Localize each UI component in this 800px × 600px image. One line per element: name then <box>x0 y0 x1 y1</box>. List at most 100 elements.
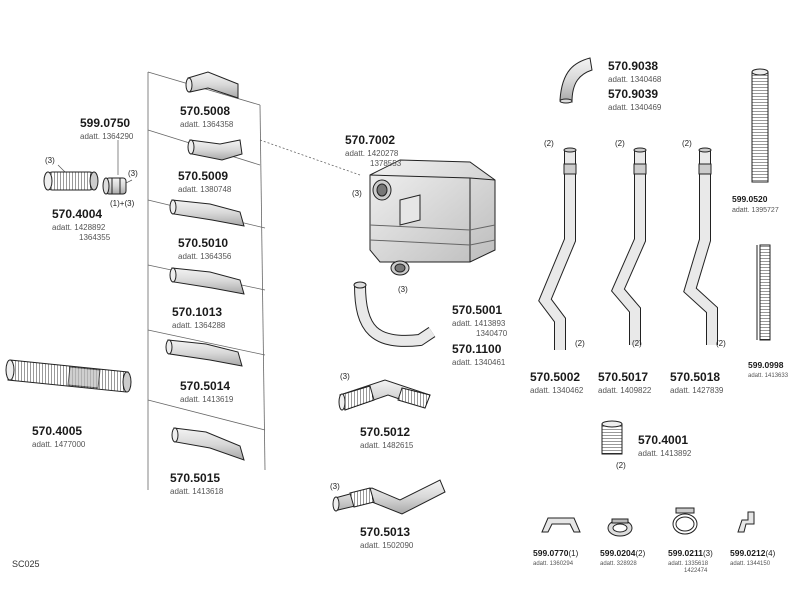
elbow-570-5012 <box>338 379 431 411</box>
pipe-570-5014 <box>165 339 243 367</box>
qty-callout: (2) <box>682 139 692 148</box>
label-570-5001: 570.5001 adatt. 1413893 1340470 <box>452 302 507 338</box>
adatt: adatt. 1413618 <box>170 487 224 496</box>
bend-570-9038 <box>559 57 593 104</box>
label-570-5010: 570.5010 adatt. 1364356 <box>178 235 231 261</box>
label-599-0750: 599.0750 adatt. 1364290 <box>80 115 133 141</box>
label-570-5008: 570.5008 adatt. 1364358 <box>180 103 233 129</box>
part-number: 570.9038 <box>608 59 659 73</box>
clamp-599-0750 <box>102 177 127 195</box>
part-number: 570.7002 <box>345 133 396 147</box>
part-number: 570.1100 <box>452 342 502 356</box>
flex-tube-599-0520 <box>751 68 769 183</box>
adatt: adatt. 1364288 <box>172 321 226 330</box>
label-599-0211: 599.0211(3) adatt. 1335618 1422474 <box>668 544 713 574</box>
adatt: adatt. 1413893 <box>452 319 506 328</box>
part-number: 599.0770 <box>533 548 569 558</box>
flex-570-4001 <box>601 420 623 455</box>
part-number: 570.5008 <box>180 104 231 118</box>
part-number: 599.0211 <box>668 548 703 558</box>
label-570-5012: 570.5012 adatt. 1482615 <box>360 424 413 450</box>
label-570-5015: 570.5015 adatt. 1413618 <box>170 470 223 496</box>
part-number: 599.0998 <box>748 360 784 370</box>
label-599-0204: 599.0204(2) adatt. 328928 <box>600 544 645 567</box>
clamp-599-0211 <box>672 507 698 535</box>
tailpipe-570-5002 <box>538 147 577 350</box>
adatt: adatt. 1482615 <box>360 441 414 450</box>
part-number: 570.9039 <box>608 87 659 101</box>
adatt: adatt. 1380748 <box>178 185 232 194</box>
label-570-1100: 570.1100 adatt. 1340461 <box>452 341 505 367</box>
flex-hose-570-4004 <box>43 171 99 191</box>
adatt: adatt. 1364358 <box>180 120 234 129</box>
adatt: adatt. 1335618 <box>668 561 709 567</box>
tailpipe-570-5017 <box>610 147 647 345</box>
adatt: adatt. 328928 <box>600 561 637 567</box>
part-number: 570.4004 <box>52 207 103 221</box>
adatt: adatt. 1413892 <box>638 449 692 458</box>
part-number: 570.5017 <box>598 370 649 384</box>
diagram-code: SC025 <box>12 559 40 569</box>
part-number: 570.5001 <box>452 303 503 317</box>
qty-callout: (2) <box>615 139 625 148</box>
adatt: 1378553 <box>370 159 402 168</box>
qty-callout: (3) <box>352 189 362 198</box>
part-number: 599.0204 <box>600 548 636 558</box>
qty-callout: (3) <box>340 372 350 381</box>
flex-pipe-570-4005 <box>5 359 132 393</box>
label-570-5017: 570.5017 adatt. 1409822 <box>598 369 651 395</box>
adatt: 1364355 <box>79 233 111 242</box>
adatt: adatt. 1413619 <box>180 395 234 404</box>
part-number: 570.5009 <box>178 169 229 183</box>
qty-callout: (2) <box>632 339 642 348</box>
part-number: 570.5018 <box>670 370 721 384</box>
qty-callout: (2) <box>575 339 585 348</box>
qty-callout: (3) <box>330 482 340 491</box>
qty: (1) <box>568 549 579 558</box>
bracket-599-0770 <box>541 517 581 533</box>
part-number: 570.5014 <box>180 379 231 393</box>
part-number: 599.0750 <box>80 116 131 130</box>
label-599-0770: 599.0770(1) adatt. 1360294 <box>533 544 578 567</box>
qty: (3) <box>702 549 713 558</box>
adatt: 1422474 <box>684 568 708 574</box>
adatt: adatt. 1413633 <box>748 373 789 379</box>
part-number: 570.5013 <box>360 525 411 539</box>
tailpipe-570-5018 <box>683 147 718 345</box>
label-599-0212: 599.0212(4) adatt. 1344150 <box>730 544 775 567</box>
pipe-570-5015 <box>171 427 245 461</box>
pipe-570-5010 <box>169 199 245 227</box>
label-570-5018: 570.5018 adatt. 1427839 <box>670 369 723 395</box>
qty-callout: (2) <box>716 339 726 348</box>
part-number: 570.5002 <box>530 370 581 384</box>
adatt: adatt. 1340461 <box>452 358 506 367</box>
adatt: adatt. 1428892 <box>52 223 106 232</box>
label-570-5014: 570.5014 adatt. 1413619 <box>180 378 233 404</box>
label-599-0520: 599.0520 adatt. 1395727 <box>732 190 779 214</box>
label-570-7002: 570.7002 adatt. 1420278 1378553 <box>345 132 401 168</box>
part-number: 570.4005 <box>32 424 83 438</box>
qty: (4) <box>765 549 776 558</box>
label-570-4001: 570.4001 adatt. 1413892 <box>638 432 691 458</box>
adatt: adatt. 1409822 <box>598 386 652 395</box>
adatt: 1340470 <box>476 329 508 338</box>
flex-strip-599-0998 <box>756 244 771 341</box>
part-number: 570.4001 <box>638 433 689 447</box>
adatt: adatt. 1340462 <box>530 386 584 395</box>
qty-callout: (3) <box>398 285 408 294</box>
label-570-4004: 570.4004 adatt. 1428892 1364355 <box>52 206 110 242</box>
part-number: 570.5010 <box>178 236 229 250</box>
label-599-0998: 599.0998 adatt. 1413633 <box>748 356 788 379</box>
qty-callout: (3) <box>128 169 138 178</box>
adatt: adatt. 1340468 <box>608 75 662 84</box>
part-number: 599.0520 <box>732 194 768 204</box>
adatt: adatt. 1364356 <box>178 252 232 261</box>
clamp-599-0204 <box>607 518 633 537</box>
qty-callout: (3) <box>45 156 55 165</box>
qty-callout: (1)+(3) <box>110 199 135 208</box>
bracket-599-0212 <box>737 511 755 533</box>
hose-570-1100 <box>353 281 436 347</box>
adatt: adatt. 1344150 <box>730 561 771 567</box>
adatt: adatt. 1395727 <box>732 207 779 214</box>
